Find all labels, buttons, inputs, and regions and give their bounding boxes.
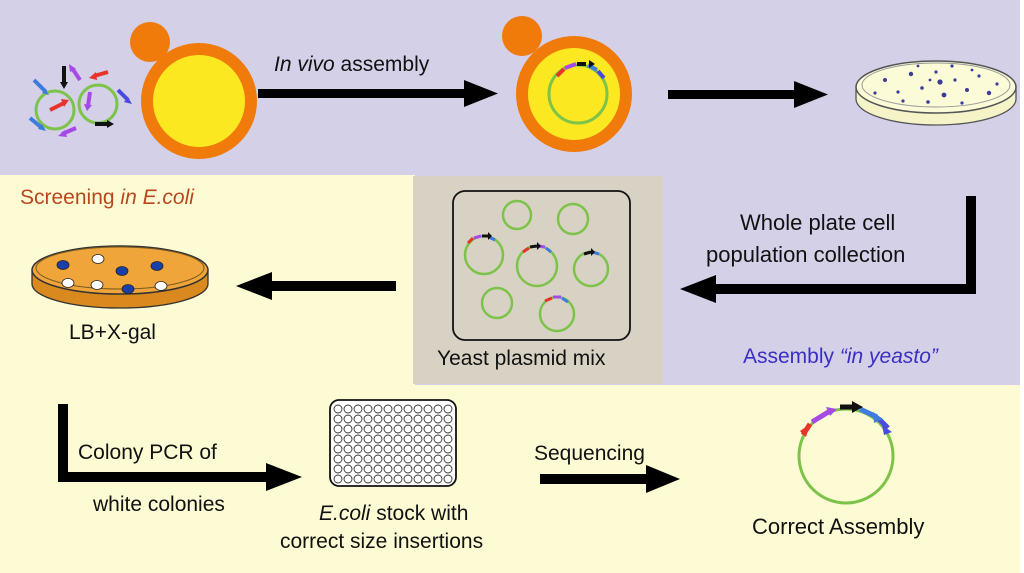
sequencing-label: Sequencing bbox=[534, 442, 645, 465]
collection-arrow bbox=[680, 196, 976, 303]
assembly-italic: “in yeasto” bbox=[839, 345, 938, 368]
colony-pcr-line2: white colonies bbox=[93, 493, 225, 516]
yeast-selection-plate bbox=[855, 60, 1017, 126]
ecoli-96-well-plate bbox=[329, 399, 457, 487]
ecoli-italic: E.coli bbox=[319, 502, 371, 525]
ecoli-stock-line1: E.coli stock with bbox=[319, 502, 468, 525]
screening-prefix: Screening bbox=[20, 186, 121, 209]
screening-title: Screening in E.coli bbox=[20, 186, 194, 209]
in-vivo-assembly-arrow bbox=[258, 80, 498, 107]
lb-xgal-plate bbox=[31, 245, 209, 309]
lb-xgal-label: LB+X-gal bbox=[69, 321, 156, 344]
assembly-word: assembly bbox=[334, 53, 430, 76]
dna-fragment-pool bbox=[28, 64, 132, 137]
yeast-cell-empty bbox=[130, 22, 257, 159]
whole-plate-line1: Whole plate cell bbox=[740, 210, 896, 235]
yeast-plasmid-mix-label: Yeast plasmid mix bbox=[437, 347, 606, 370]
whole-plate-line2: population collection bbox=[706, 242, 906, 267]
colony-pcr-arrow bbox=[58, 404, 302, 491]
yeast-cell-assembled bbox=[502, 16, 632, 152]
blue-colonies bbox=[56, 260, 164, 294]
stock-rest: stock with bbox=[370, 502, 469, 525]
correct-assembly-label: Correct Assembly bbox=[752, 514, 925, 539]
white-colonies bbox=[61, 254, 168, 291]
in-vivo-italic: In vivo bbox=[274, 53, 335, 76]
sequencing-arrow bbox=[540, 465, 680, 493]
colony-pcr-line1: Colony PCR of bbox=[78, 441, 217, 464]
assembly-prefix: Assembly bbox=[743, 345, 840, 368]
correct-assembly-plasmid bbox=[797, 401, 895, 505]
screening-italic: in E.coli bbox=[120, 186, 194, 209]
plasmid-mix-container bbox=[452, 190, 631, 341]
in-vivo-assembly-label: In vivo assembly bbox=[274, 53, 429, 76]
ecoli-stock-line2: correct size insertions bbox=[280, 530, 484, 553]
assembly-in-yeasto-title: Assembly “in yeasto” bbox=[743, 345, 938, 368]
screening-arrow bbox=[236, 272, 396, 300]
plating-arrow bbox=[668, 81, 828, 108]
